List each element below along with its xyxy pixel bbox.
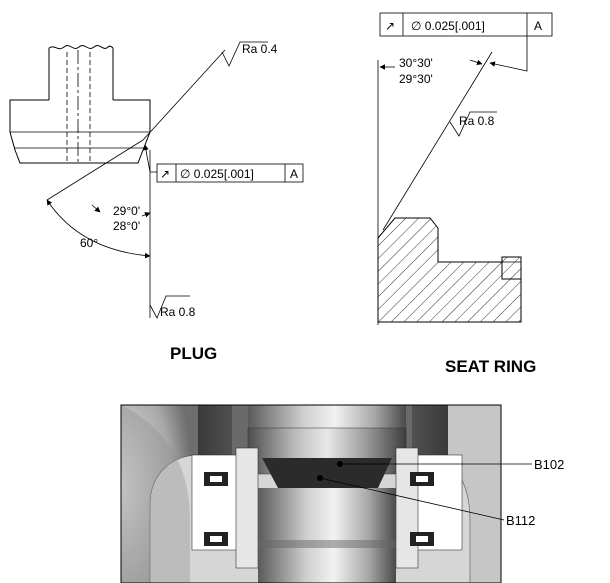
plug-angle-included: 60° bbox=[80, 236, 98, 250]
seat-ring-left-wall bbox=[235, 447, 259, 569]
plug-stem-outline bbox=[48, 45, 114, 100]
plug-fcf-leader bbox=[143, 144, 157, 173]
seat-port bbox=[258, 488, 396, 583]
seat-contact-band bbox=[262, 458, 392, 488]
assembly-frame bbox=[120, 404, 502, 583]
callout-b112-leader bbox=[319, 477, 505, 521]
assembly-section: B102 B112 bbox=[120, 404, 564, 583]
plug-seating-line bbox=[142, 49, 226, 141]
callout-b112-dot bbox=[317, 475, 323, 481]
seat-ring-title: SEAT RING bbox=[445, 357, 536, 376]
plug-angle-arrow-left bbox=[91, 204, 101, 213]
seat-ring-right-wall bbox=[395, 447, 419, 569]
seat-ra-symbol bbox=[449, 111, 497, 137]
plug-title: PLUG bbox=[170, 344, 217, 363]
seat-angle-lower: 29°30' bbox=[399, 72, 433, 86]
gasket-left-lower bbox=[204, 532, 228, 546]
gasket-right-lower bbox=[410, 532, 434, 546]
plug-angle-line bbox=[46, 139, 144, 201]
seat-fcf-tolerance: ∅ 0.025[.001] bbox=[411, 19, 485, 33]
plug-detail: Ra 0.4 ↗ ∅ 0.025[.001] A 29°0' 28°0' 60°… bbox=[9, 41, 304, 363]
plug-ra-top-symbol bbox=[221, 41, 268, 67]
callout-b102: B102 bbox=[534, 457, 564, 472]
callout-b102-dot bbox=[337, 461, 343, 467]
seat-ring-section bbox=[377, 217, 522, 323]
plug-head-outline bbox=[9, 99, 151, 164]
seat-ring-detail: ↗ ∅ 0.025[.001] A 30°30' 29°30' Ra 0.8 S… bbox=[377, 12, 553, 376]
seat-fcf-symbol: ↗ bbox=[385, 19, 395, 33]
plug-angle-arrow-right bbox=[141, 212, 151, 218]
plug-included-angle-arc bbox=[46, 199, 151, 259]
seat-ra: Ra 0.8 bbox=[459, 114, 495, 128]
plug-feature-control-frame: ↗ ∅ 0.025[.001] A bbox=[156, 163, 304, 183]
plug-fcf-tolerance: ∅ 0.025[.001] bbox=[180, 167, 254, 181]
seat-fcf-datum: A bbox=[534, 19, 542, 33]
seat-angle-upper: 30°30' bbox=[399, 56, 433, 70]
seat-ring-step bbox=[501, 262, 521, 280]
plug-fcf-symbol: ↗ bbox=[160, 167, 170, 181]
seat-fcf-leader bbox=[489, 36, 528, 72]
plug-ra-bottom-symbol bbox=[149, 295, 190, 319]
plug-angle-upper: 29°0' bbox=[113, 204, 140, 218]
seat-taper-line bbox=[382, 51, 493, 231]
plug-angle-lower: 28°0' bbox=[113, 219, 140, 233]
gasket-left-upper bbox=[204, 472, 228, 486]
seat-feature-control-frame: ↗ ∅ 0.025[.001] A bbox=[379, 12, 553, 37]
body-left-shade bbox=[121, 405, 190, 583]
callout-b112: B112 bbox=[506, 513, 535, 528]
plug-ra-top: Ra 0.4 bbox=[242, 42, 278, 56]
port-groove bbox=[258, 540, 396, 548]
gasket-right-upper bbox=[410, 472, 434, 486]
plug-ra-bottom: Ra 0.8 bbox=[160, 305, 196, 319]
plug-fcf-datum: A bbox=[290, 167, 298, 181]
seat-angle-arrow-right bbox=[469, 59, 483, 66]
